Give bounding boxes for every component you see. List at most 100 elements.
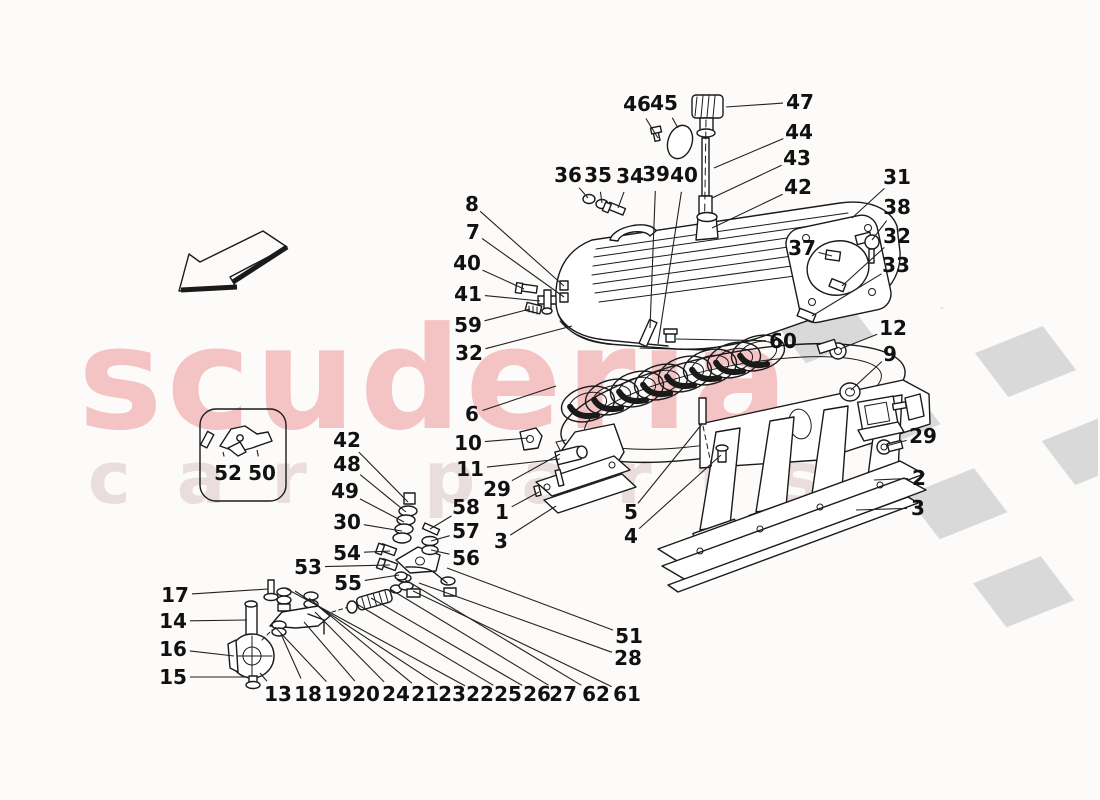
callout-32: 32 [883,224,911,248]
callout-24: 24 [382,682,410,706]
callout-53: 53 [294,555,322,579]
callout-39: 39 [642,162,670,186]
solenoid-valve [856,393,925,442]
callout-40: 40 [453,251,481,275]
spacer-42 [403,492,416,505]
stud-5 [698,397,707,425]
leader-line-32 [485,325,573,350]
callout-57: 57 [452,519,480,543]
callout-35: 35 [584,163,612,187]
leader-line-29 [511,453,561,482]
callout-56: 56 [452,546,480,570]
callout-51: 51 [615,624,643,648]
callout-29: 29 [483,477,511,501]
leader-line-14 [189,619,248,622]
pump-assembly [227,579,279,690]
leader-line-1 [511,491,540,508]
clamp-12 [816,338,847,360]
callout-14: 14 [159,609,187,633]
grommet-9 [839,382,861,402]
leader-line-10 [484,437,529,443]
leader-line-55 [364,574,400,581]
pin-17 [267,579,275,596]
leader-line-12 [839,333,878,350]
callout-10: 10 [454,431,482,455]
callout-33: 33 [882,253,910,277]
leader-line-13 [259,672,268,682]
leader-line-49 [359,498,405,523]
callout-41: 41 [454,282,482,306]
callout-62: 62 [582,682,610,706]
leader-line-16 [189,650,235,657]
callout-43: 43 [783,146,811,170]
bracket-part [199,425,273,457]
callout-34: 34 [616,164,644,188]
callout-28: 28 [614,646,642,670]
top-fasteners [582,193,627,216]
callout-20: 20 [352,682,380,706]
callout-30: 30 [333,510,361,534]
leader-line-42 [358,451,409,503]
callout-2: 2 [912,466,926,490]
callout-61: 61 [613,682,641,706]
filler-neck [695,211,719,241]
cover-handle [609,224,657,242]
leader-line-32 [841,246,885,287]
leader-line-38 [871,220,888,241]
leader-line-30 [363,524,403,532]
callout-21: 21 [411,682,439,706]
right-loose-parts [816,338,925,455]
callout-27: 27 [549,682,577,706]
leader-line-20 [303,621,356,682]
callout-16: 16 [159,637,187,661]
callout-22: 22 [466,682,494,706]
cover-right-fittings [638,231,880,348]
callout-38: 38 [883,195,911,219]
leader-line-61 [412,590,612,688]
callout-47: 47 [786,90,814,114]
callout-55: 55 [334,571,362,595]
leader-line-58 [429,515,452,530]
leader-line-7 [481,237,565,298]
leader-line-18 [280,633,302,679]
leader-line-56 [430,549,450,555]
leader-line-24 [314,611,385,683]
leader-line-29 [885,439,907,447]
callout-25: 25 [494,682,522,706]
callout-48: 48 [333,452,361,476]
leader-line-4 [638,454,722,530]
leader-line-44 [713,138,784,169]
callout-58: 58 [452,495,480,519]
leader-line-17 [191,588,269,595]
callout-4: 4 [624,524,638,548]
watermark-line2: car parts [88,436,867,520]
leader-line-37 [818,251,833,257]
clamp-29-right [876,439,904,455]
leader-line-51 [446,567,614,631]
callout-11: 11 [456,457,484,481]
leader-line-31 [851,187,885,219]
callout-54: 54 [333,541,361,565]
leader-line-21 [308,597,413,684]
leader-line-45 [671,117,679,129]
leader-line-28 [418,582,613,653]
callout-60: 60 [769,329,797,353]
callout-52: 52 [214,461,242,485]
callout-15: 15 [159,665,187,689]
leader-line-57 [430,535,450,542]
callout-8: 8 [465,192,479,216]
callout-13: 13 [264,682,292,706]
callout-40: 40 [670,163,698,187]
leader-line-35 [599,191,603,204]
leader-line-47 [725,102,784,108]
leader-line-62 [403,578,582,686]
leader-line-34 [617,191,625,209]
leader-line-3 [510,505,557,536]
leader-line-39 [649,190,656,329]
right-flange [657,460,927,593]
callout-3: 3 [911,496,925,520]
callout-17: 17 [161,583,189,607]
